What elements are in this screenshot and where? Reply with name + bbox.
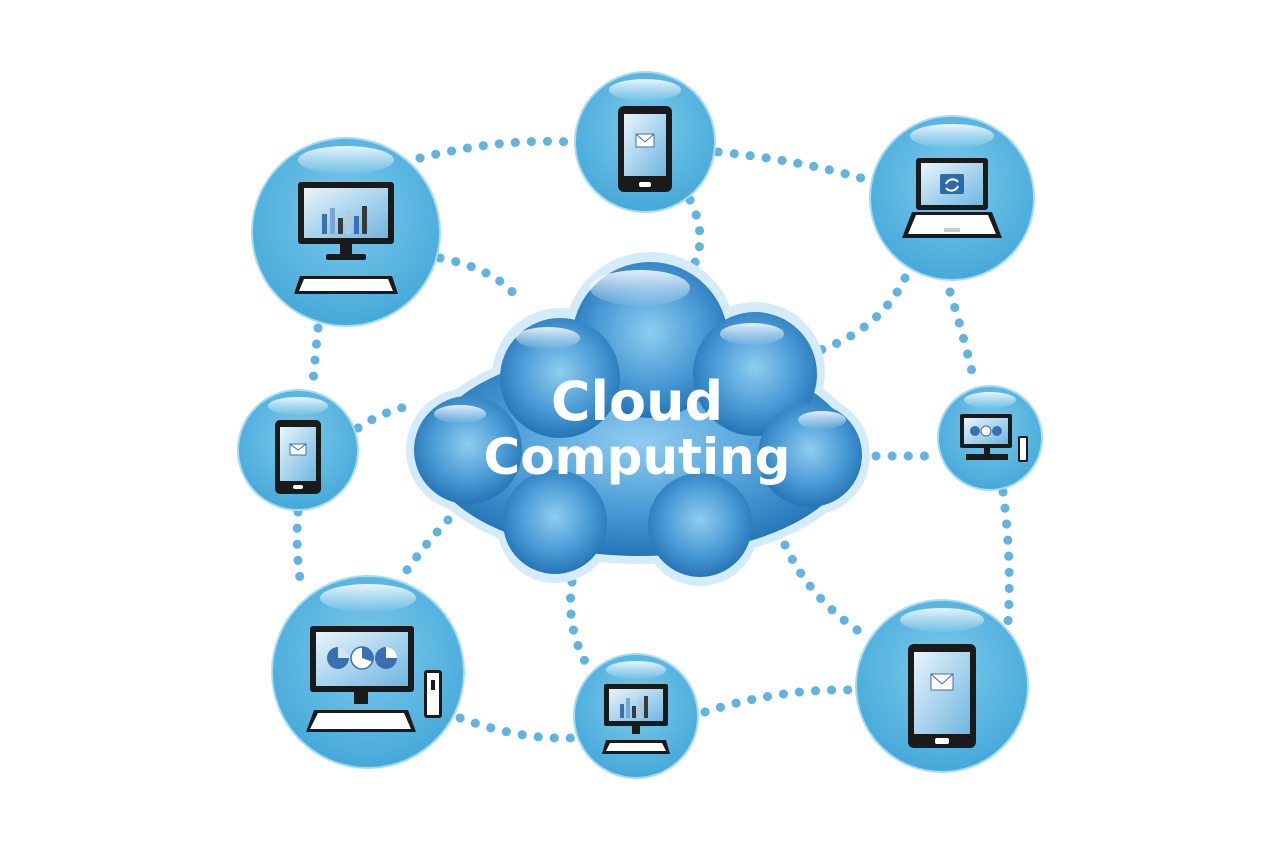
node-desktop-pie-charts — [271, 575, 465, 769]
tablet-email-icon — [908, 644, 976, 748]
connection-line — [415, 136, 575, 163]
node-smartphone-left — [237, 389, 359, 511]
connection-line — [700, 685, 861, 717]
desktop-monitor-bar-chart-icon — [602, 684, 670, 754]
cloud-shape: Cloud Computing — [406, 252, 870, 586]
connection-line — [945, 287, 980, 390]
node-laptop — [869, 115, 1035, 281]
node-monitor-bottom — [573, 653, 699, 779]
connection-line — [998, 487, 1014, 627]
dotted-connections — [292, 136, 1014, 743]
connection-line — [395, 515, 453, 585]
connection-line — [307, 323, 323, 397]
connection-line — [435, 253, 525, 307]
cloud-title-line1: Cloud — [551, 370, 723, 433]
desktop-monitor-bar-chart-icon — [294, 182, 398, 294]
cloud-title-line2: Computing — [484, 428, 791, 486]
smartphone-email-icon — [618, 106, 672, 192]
node-desktop-right — [937, 385, 1043, 491]
node-smartphone-top — [574, 71, 716, 213]
laptop-sync-icon — [902, 158, 1002, 238]
connection-line — [810, 273, 910, 357]
node-tablet — [855, 599, 1029, 773]
desktop-pie-chart-icon — [306, 626, 442, 732]
connection-line — [292, 507, 307, 595]
connection-line — [353, 400, 420, 433]
connection-line — [713, 147, 873, 185]
connection-line — [685, 195, 705, 277]
node-desktop-bar-chart — [251, 137, 441, 327]
connection-line — [455, 713, 577, 743]
desktop-pie-chart-icon — [960, 414, 1028, 462]
smartphone-email-icon — [275, 420, 321, 494]
connection-line — [780, 540, 871, 641]
connection-line — [565, 577, 595, 675]
